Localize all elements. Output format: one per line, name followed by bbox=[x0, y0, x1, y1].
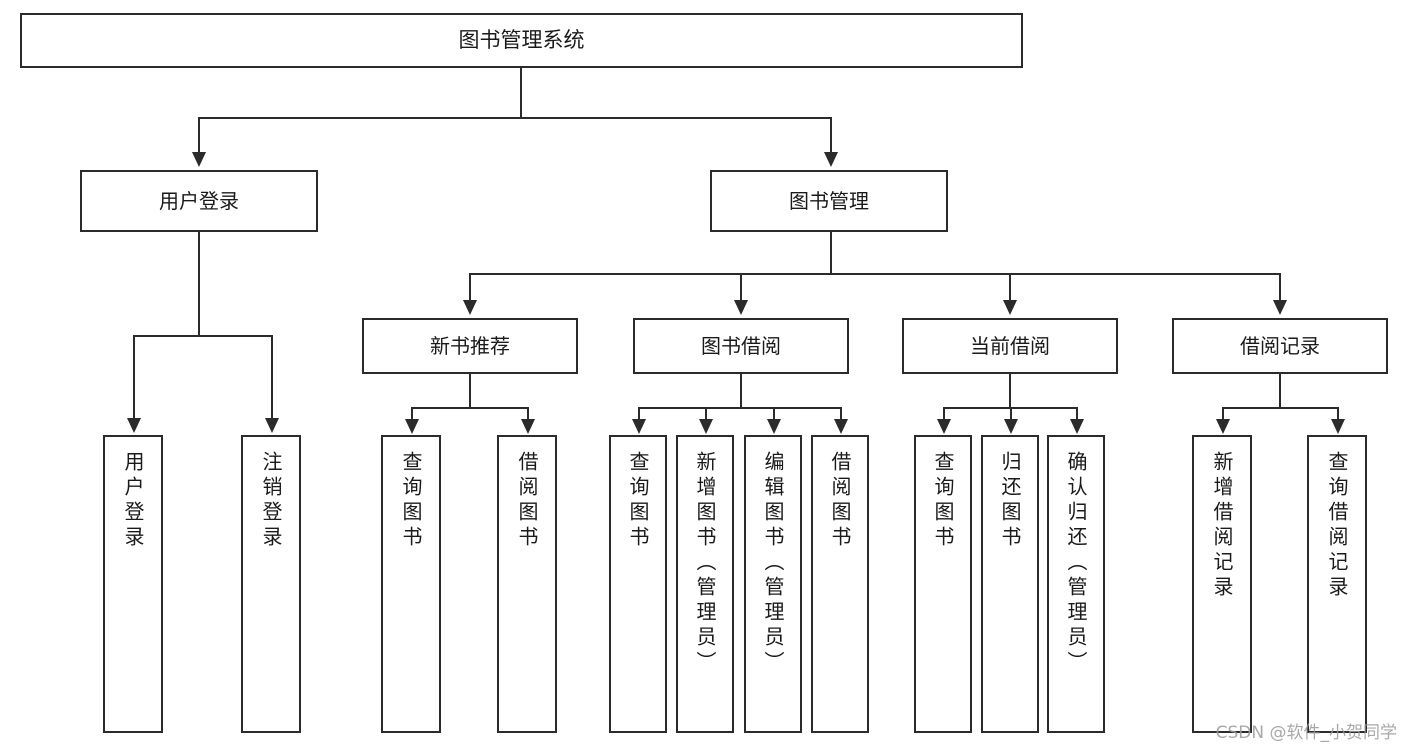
edge-root-stem bbox=[520, 68, 522, 118]
edge-book-borrow-stem bbox=[740, 374, 742, 408]
arrowhead-borrow-records-leaf-2 bbox=[1331, 419, 1345, 434]
arrowhead-book-borrow bbox=[734, 300, 748, 315]
leaf-book-borrow-edit-book-admin[interactable]: 编辑图书（管理员） bbox=[744, 435, 802, 733]
edge-to-borrow-records bbox=[1279, 273, 1281, 301]
node-user-login[interactable]: 用户登录 bbox=[80, 170, 318, 232]
edge-new-book-to-leaf-2 bbox=[527, 407, 529, 421]
edge-new-book-split-bar bbox=[411, 407, 528, 409]
edge-current-borrow-to-leaf-2 bbox=[1010, 407, 1012, 421]
arrowhead-borrow-records-leaf-1 bbox=[1216, 419, 1230, 434]
edge-book-borrow-to-leaf-3 bbox=[773, 407, 775, 421]
arrowhead-borrow-records bbox=[1273, 300, 1287, 315]
leaf-user-login-logout[interactable]: 注销登录 bbox=[241, 435, 301, 733]
arrowhead-book-borrow-leaf-4 bbox=[834, 419, 848, 434]
node-label: 借阅图书 bbox=[828, 451, 852, 551]
edge-user-login-stem bbox=[198, 232, 200, 336]
leaf-user-login-login[interactable]: 用户登录 bbox=[103, 435, 163, 733]
arrowhead-current-borrow-leaf-1 bbox=[937, 419, 951, 434]
edge-borrow-records-split-bar bbox=[1222, 407, 1339, 409]
edge-root-to-book-manage bbox=[830, 117, 832, 153]
arrowhead-user-login-leaf-2 bbox=[265, 418, 279, 433]
watermark-text: CSDN @软件_小贺同学 bbox=[1215, 723, 1397, 743]
edge-book-manage-stem bbox=[830, 232, 832, 274]
node-label: 查询图书 bbox=[399, 451, 423, 551]
leaf-book-borrow-borrow-book[interactable]: 借阅图书 bbox=[811, 435, 869, 733]
edge-book-borrow-to-leaf-4 bbox=[840, 407, 842, 421]
leaf-book-borrow-query-book[interactable]: 查询图书 bbox=[609, 435, 667, 733]
arrowhead-to-user-login bbox=[192, 152, 206, 167]
arrowhead-current-borrow-leaf-3 bbox=[1070, 419, 1084, 434]
node-label: 注销登录 bbox=[259, 451, 283, 551]
arrowhead-current-borrow-leaf-2 bbox=[1004, 419, 1018, 434]
node-label: 用户登录 bbox=[159, 188, 239, 213]
node-label: 确认归还（管理员） bbox=[1064, 451, 1088, 676]
node-label: 图书管理系统 bbox=[458, 27, 585, 52]
edge-new-book-stem bbox=[469, 374, 471, 408]
leaf-borrow-records-query-record[interactable]: 查询借阅记录 bbox=[1307, 435, 1367, 733]
leaf-new-book-borrow-book[interactable]: 借阅图书 bbox=[497, 435, 557, 733]
edge-book-borrow-split-bar bbox=[638, 407, 841, 409]
arrowhead-book-borrow-leaf-3 bbox=[767, 419, 781, 434]
leaf-current-borrow-return-book[interactable]: 归还图书 bbox=[981, 435, 1039, 733]
edge-book-borrow-to-leaf-2 bbox=[705, 407, 707, 421]
node-label: 借阅图书 bbox=[515, 451, 539, 551]
arrowhead-book-borrow-leaf-2 bbox=[699, 419, 713, 434]
node-label: 查询图书 bbox=[931, 451, 955, 551]
node-label: 图书管理 bbox=[789, 188, 869, 213]
node-book-management[interactable]: 图书管理 bbox=[710, 170, 948, 232]
edge-to-current-borrow bbox=[1009, 273, 1011, 301]
node-label: 归还图书 bbox=[998, 451, 1022, 551]
node-current-borrow[interactable]: 当前借阅 bbox=[902, 318, 1118, 374]
arrowhead-user-login-leaf-1 bbox=[127, 418, 141, 433]
leaf-book-borrow-add-book-admin[interactable]: 新增图书（管理员） bbox=[676, 435, 734, 733]
node-label: 新增借阅记录 bbox=[1210, 451, 1234, 601]
edge-new-book-to-leaf-1 bbox=[411, 407, 413, 421]
node-book-borrow[interactable]: 图书借阅 bbox=[633, 318, 849, 374]
edge-user-login-to-leaf-2 bbox=[271, 335, 273, 419]
node-borrow-records[interactable]: 借阅记录 bbox=[1172, 318, 1388, 374]
edge-user-login-to-leaf-1 bbox=[133, 335, 135, 419]
edge-to-book-borrow bbox=[740, 273, 742, 301]
arrowhead-new-book-recommend bbox=[463, 300, 477, 315]
edge-book-borrow-to-leaf-1 bbox=[638, 407, 640, 421]
arrowhead-new-book-leaf-2 bbox=[521, 419, 535, 434]
node-new-book-recommend[interactable]: 新书推荐 bbox=[362, 318, 578, 374]
edge-current-borrow-to-leaf-3 bbox=[1076, 407, 1078, 421]
node-root-system[interactable]: 图书管理系统 bbox=[20, 13, 1023, 68]
arrowhead-to-book-manage bbox=[824, 152, 838, 167]
leaf-new-book-query-book[interactable]: 查询图书 bbox=[381, 435, 441, 733]
node-label: 当前借阅 bbox=[970, 333, 1050, 358]
node-label: 查询图书 bbox=[626, 451, 650, 551]
edge-borrow-records-to-leaf-1 bbox=[1222, 407, 1224, 421]
arrowhead-new-book-leaf-1 bbox=[405, 419, 419, 434]
leaf-current-borrow-query-book[interactable]: 查询图书 bbox=[914, 435, 972, 733]
edge-to-new-book-recommend bbox=[469, 273, 471, 301]
node-label: 新书推荐 bbox=[430, 333, 510, 358]
node-label: 编辑图书（管理员） bbox=[761, 451, 785, 676]
edge-current-borrow-to-leaf-1 bbox=[943, 407, 945, 421]
edge-current-borrow-stem bbox=[1009, 374, 1011, 408]
arrowhead-current-borrow bbox=[1003, 300, 1017, 315]
leaf-borrow-records-add-record[interactable]: 新增借阅记录 bbox=[1192, 435, 1252, 733]
node-label: 用户登录 bbox=[121, 451, 145, 551]
edge-borrow-records-stem bbox=[1279, 374, 1281, 408]
edge-borrow-records-to-leaf-2 bbox=[1337, 407, 1339, 421]
edge-book-manage-split-bar bbox=[469, 273, 1281, 275]
node-label: 借阅记录 bbox=[1240, 333, 1320, 358]
edge-root-to-user-login bbox=[198, 117, 200, 153]
edge-user-login-split-bar bbox=[133, 335, 273, 337]
node-label: 新增图书（管理员） bbox=[693, 451, 717, 676]
node-label: 查询借阅记录 bbox=[1325, 451, 1349, 601]
edge-root-split-bar bbox=[198, 117, 832, 119]
leaf-current-borrow-confirm-return-admin[interactable]: 确认归还（管理员） bbox=[1047, 435, 1105, 733]
arrowhead-book-borrow-leaf-1 bbox=[632, 419, 646, 434]
node-label: 图书借阅 bbox=[701, 333, 781, 358]
